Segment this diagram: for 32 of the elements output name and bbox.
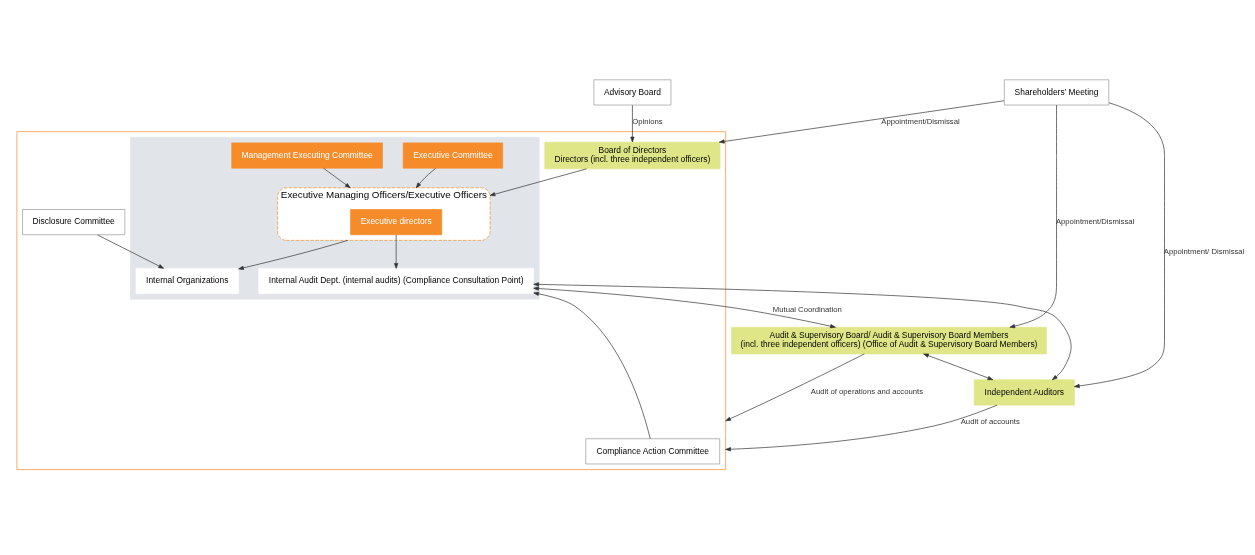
edge-label: Mutual Coordination: [772, 305, 842, 315]
edge-label: Audit of accounts: [960, 416, 1020, 426]
arrow: [725, 404, 998, 452]
arrow: [923, 353, 994, 381]
edge-label: Audit of operations and accounts: [810, 387, 924, 397]
node-box: Management Executing Committee: [231, 142, 383, 169]
node-box: Compliance Action Committee: [585, 438, 721, 465]
node-box: Shareholders’ Meeting: [1003, 79, 1110, 106]
arrow: [630, 104, 635, 143]
node-box: Executive directors: [350, 209, 443, 236]
arrow: [533, 282, 1072, 381]
arrow: [718, 100, 1005, 144]
edge-label: Appointment/Dismissal: [881, 116, 960, 126]
arrow: [489, 168, 587, 197]
arrow: [1009, 104, 1057, 329]
node-box: Internal Audit Dept. (internal audits) (Compliance Consultation Point): [258, 268, 534, 294]
arrow: [533, 286, 836, 329]
node-box: Executive Committee: [402, 142, 504, 169]
arrow: [394, 234, 399, 269]
node-box: Board of Directors Directors (incl. three independent officers): [544, 141, 721, 170]
node-box: Internal Organizations: [135, 268, 239, 294]
arrow: [415, 168, 436, 189]
node-box: Independent Auditors: [973, 379, 1075, 406]
arrow: [97, 234, 164, 269]
arrow: [238, 240, 349, 270]
node-box: Advisory Board: [593, 79, 672, 106]
node-box: Disclosure Committee: [22, 209, 126, 236]
arrow: [725, 353, 865, 422]
arrow: [1074, 102, 1165, 388]
arrow: [323, 167, 351, 189]
edge-label: Opinions: [632, 116, 663, 126]
arrow: [533, 291, 651, 440]
